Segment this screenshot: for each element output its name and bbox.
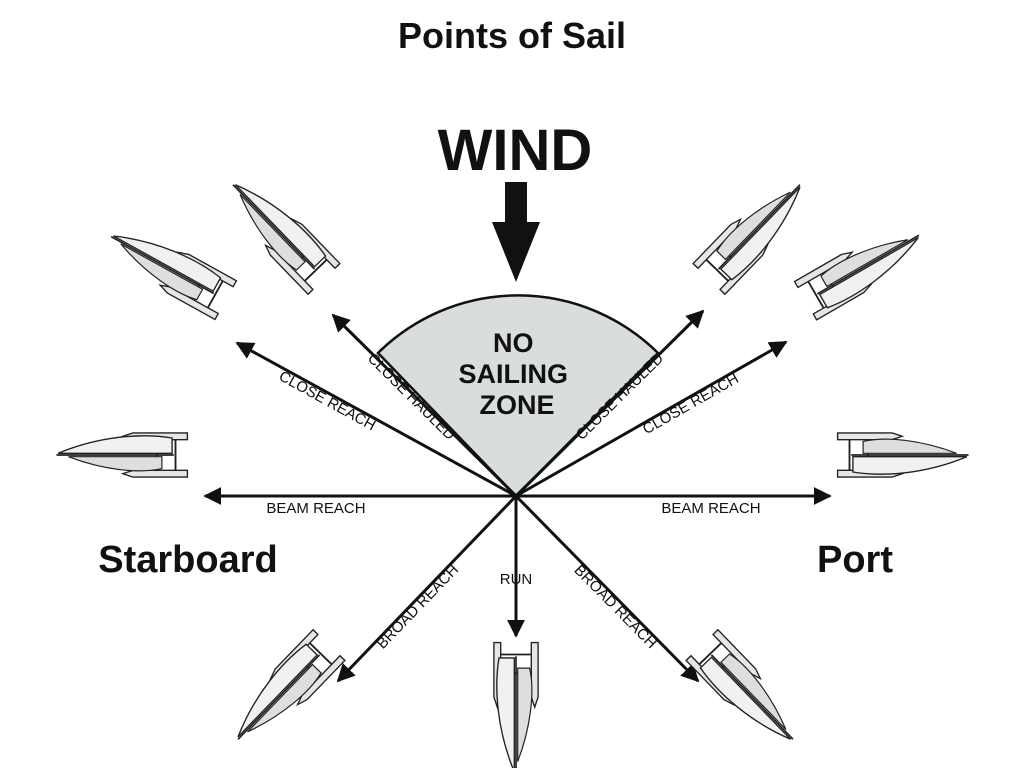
label-beam-reach-right: BEAM REACH [661, 500, 760, 517]
no-sailing-zone-line-3: ZONE [479, 390, 554, 420]
catamaran-icon [836, 431, 970, 479]
ray-close-hauled-left [331, 313, 518, 498]
no-sailing-zone-line-1: NO [493, 328, 534, 358]
starboard-label: Starboard [98, 539, 277, 581]
ray-broad-reach-left [336, 494, 518, 683]
catamaran-icon [492, 641, 540, 768]
catamaran-icon [692, 168, 817, 296]
ray-close-hauled-right [514, 309, 705, 498]
page-title: Points of Sail [398, 15, 626, 56]
ray-broad-reach-right [514, 494, 700, 683]
catamaran-icon [221, 628, 346, 756]
no-sailing-zone [376, 294, 660, 498]
label-run: RUN [500, 571, 533, 588]
catamaran-icon [685, 628, 810, 756]
wind-label: WIND [438, 118, 593, 183]
catamaran-icon [216, 168, 341, 296]
catamaran-icon [55, 431, 189, 479]
catamaran-icon [99, 216, 238, 321]
point-of-sail-rays [203, 309, 832, 683]
label-close-reach-left: CLOSE REACH [276, 368, 378, 435]
no-sailing-zone-label: NO SAILING ZONE [458, 328, 575, 420]
label-close-reach-right: CLOSE REACH [640, 370, 742, 438]
label-beam-reach-left: BEAM REACH [266, 500, 365, 517]
no-sailing-zone-line-2: SAILING [458, 359, 568, 389]
wind-arrow-icon [492, 182, 540, 282]
label-broad-reach-right: BROAD REACH [571, 562, 660, 652]
catamaran-icon [793, 215, 931, 321]
ray-close-reach-right [515, 340, 788, 498]
port-label: Port [817, 539, 893, 581]
ray-close-reach-left [235, 341, 517, 498]
label-broad-reach-left: BROAD REACH [373, 561, 462, 652]
